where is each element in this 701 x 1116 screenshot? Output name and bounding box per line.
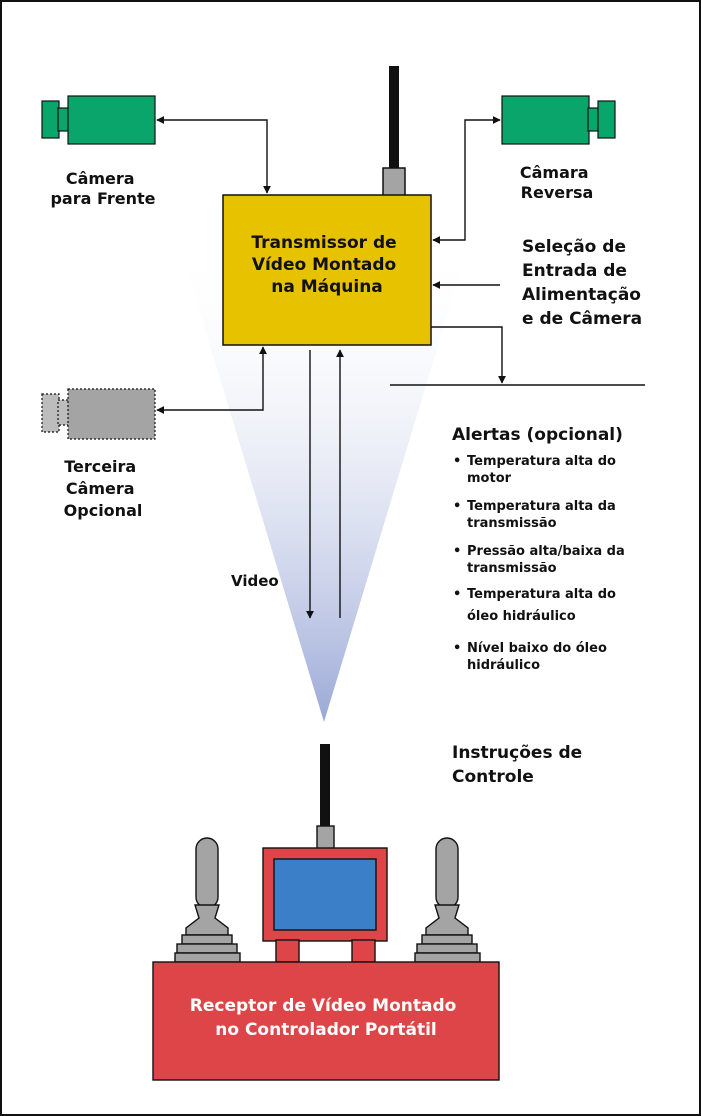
transmitter-label: Transmissor de Vídeo Montado na Máquina — [251, 233, 402, 297]
alerts-title: Alertas (opcional) — [452, 425, 623, 445]
receiver-monitor — [262, 847, 388, 963]
alert-item: • Temperatura alta do motor — [453, 454, 621, 486]
svg-text:•: • — [453, 499, 461, 514]
receiver-label: Receptor de Vídeo Montado no Controlador… — [190, 996, 462, 1040]
svg-text:Temperatura alta da tr: Temperatura alta da transmissão — [467, 499, 620, 531]
svg-text:Pressão alta/baixa da: Pressão alta/baixa da transmissão — [467, 544, 629, 576]
power-selection-label: Seleção de Entrada de Alimentação e de C… — [522, 237, 647, 329]
svg-text:•: • — [453, 641, 461, 656]
reverse-camera-icon — [501, 95, 616, 145]
svg-text:•: • — [453, 544, 461, 559]
third-camera-label: Terceira Câmera Opcional — [64, 457, 143, 520]
left-joystick-icon — [174, 837, 241, 963]
connector-lines — [156, 116, 645, 619]
alert-item: • Pressão alta/baixa da transmissão — [453, 544, 629, 576]
front-camera-icon — [41, 95, 156, 145]
alert-item: • Nível baixo do óleo hidráulico — [453, 641, 611, 673]
front-camera-label: Câmera para Frente — [50, 169, 155, 208]
svg-text:Nível baixo do óleo hi: Nível baixo do óleo hidráulico — [467, 641, 611, 673]
alert-item: • Temperatura alta da transmissão — [453, 499, 620, 531]
monitor-screen — [273, 858, 377, 931]
svg-text:•: • — [453, 587, 461, 602]
control-instructions-label: Instruções de Controle — [452, 743, 588, 787]
third-camera-icon — [41, 388, 156, 440]
reverse-camera-label: Câmara Reversa — [520, 163, 594, 202]
svg-text:Temperatura alta do mo: Temperatura alta do motor — [467, 454, 621, 486]
transmitter-box — [222, 194, 432, 346]
svg-text:Temperatura alta do ól: Temperatura alta do óleo hidráulico — [467, 587, 621, 624]
alerts-list: • Temperatura alta do motor • Temperatur… — [453, 454, 629, 673]
alert-item: • Temperatura alta do óleo hidráulico — [453, 587, 621, 624]
svg-text:•: • — [453, 454, 461, 469]
right-joystick-icon — [414, 837, 481, 963]
receiver-base — [152, 961, 500, 1081]
video-label: Video — [231, 572, 279, 590]
